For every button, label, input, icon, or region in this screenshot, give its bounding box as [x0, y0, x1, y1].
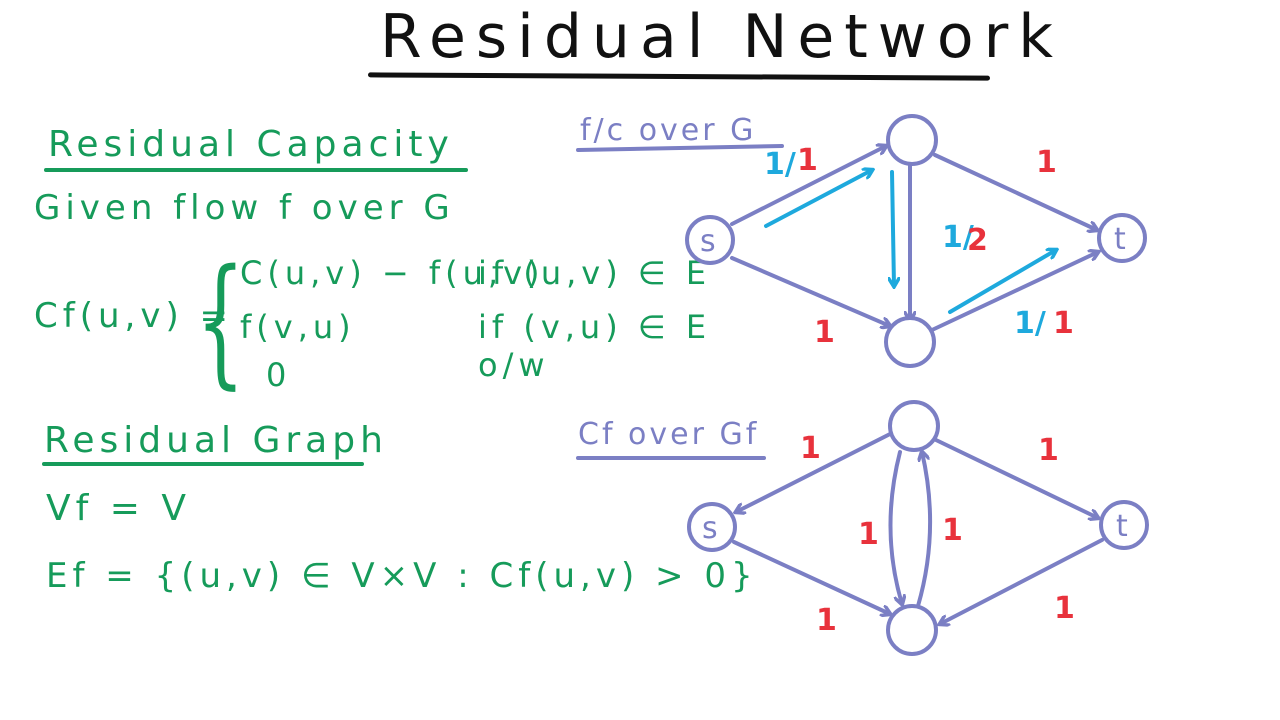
case-1-expression: C(u,v) − f(u,v) — [240, 254, 545, 292]
edge-set-definition: Ef = {(u,v) ∈ V×V : Cf(u,v) > 0} — [46, 556, 758, 596]
edge-t-to-bottom-residual — [940, 538, 1104, 624]
top-graph-node-upper — [886, 114, 938, 166]
label-res-s-bottom: 1 — [816, 603, 837, 638]
residual-graph-underline — [42, 462, 364, 466]
label-res-mid-left: 1 — [858, 517, 879, 552]
given-flow-text: Given flow f over G — [34, 188, 455, 228]
flow-arrow-top-bottom — [892, 170, 894, 286]
edge-bottom-to-top-residual — [916, 452, 933, 608]
flow-arrow-s-top — [764, 170, 872, 228]
bottom-graph-node-lower — [886, 604, 938, 656]
label-cap-top-t: 1 — [1036, 145, 1057, 180]
edge-s-to-bottom — [730, 256, 890, 326]
label-res-t-bottom: 1 — [1054, 591, 1075, 626]
label-cap-bottom-t: 1 — [1053, 306, 1074, 341]
case-2-expression: f(v,u) — [240, 308, 356, 346]
svg-text:t: t — [1114, 222, 1126, 257]
top-graph-node-lower — [884, 316, 936, 368]
label-res-top-s: 1 — [800, 431, 821, 466]
edge-bottom-to-t — [930, 252, 1098, 332]
top-graph-subtitle: f/c over G — [580, 113, 756, 148]
cf-definition-lhs: Cf(u,v) = — [34, 296, 234, 336]
flow-arrow-bottom-t — [948, 250, 1056, 314]
svg-text:t: t — [1116, 509, 1128, 544]
top-subtitle-underline — [576, 144, 784, 152]
vertex-set-definition: Vf = V — [46, 488, 191, 529]
label-res-mid-right: 1 — [942, 513, 963, 548]
bottom-graph-subtitle: Cf over Gf — [578, 417, 759, 452]
label-cap-s-top: 1 — [797, 143, 818, 178]
edge-top-to-t-residual — [934, 438, 1098, 518]
edge-top-to-t — [933, 153, 1097, 230]
label-flow-s-top: 1/ — [764, 147, 796, 182]
label-cap-s-bottom: 1 — [814, 315, 835, 350]
label-flow-mid: 1/ — [942, 220, 974, 255]
case-3-expression: 0 — [266, 356, 292, 394]
svg-text:s: s — [702, 511, 718, 546]
label-res-top-t: 1 — [1038, 433, 1059, 468]
edge-s-to-bottom-residual — [732, 540, 890, 614]
label-cap-mid: 2 — [967, 223, 988, 258]
edge-top-to-bottom-residual — [888, 450, 902, 604]
bottom-graph-node-s: s — [687, 502, 737, 552]
cases-brace: { — [196, 240, 245, 403]
case-3-condition: o/w — [478, 346, 550, 384]
residual-capacity-heading: Residual Capacity — [48, 124, 454, 165]
case-1-condition: if (u,v) ∈ E — [478, 254, 712, 292]
edge-s-to-top — [730, 146, 886, 226]
edge-top-to-s-residual — [736, 432, 892, 512]
page-title: Residual Network — [380, 2, 1063, 72]
bottom-graph-node-t: t — [1099, 500, 1149, 550]
svg-text:s: s — [700, 224, 716, 259]
top-graph-node-t: t — [1097, 213, 1147, 263]
bottom-graph-node-upper — [888, 400, 940, 452]
label-flow-bottom-t: 1/ — [1014, 306, 1046, 341]
case-2-condition: if (v,u) ∈ E — [478, 308, 712, 346]
residual-capacity-underline — [44, 168, 468, 172]
residual-graph-heading: Residual Graph — [44, 420, 388, 461]
top-graph-node-s: s — [685, 215, 735, 265]
